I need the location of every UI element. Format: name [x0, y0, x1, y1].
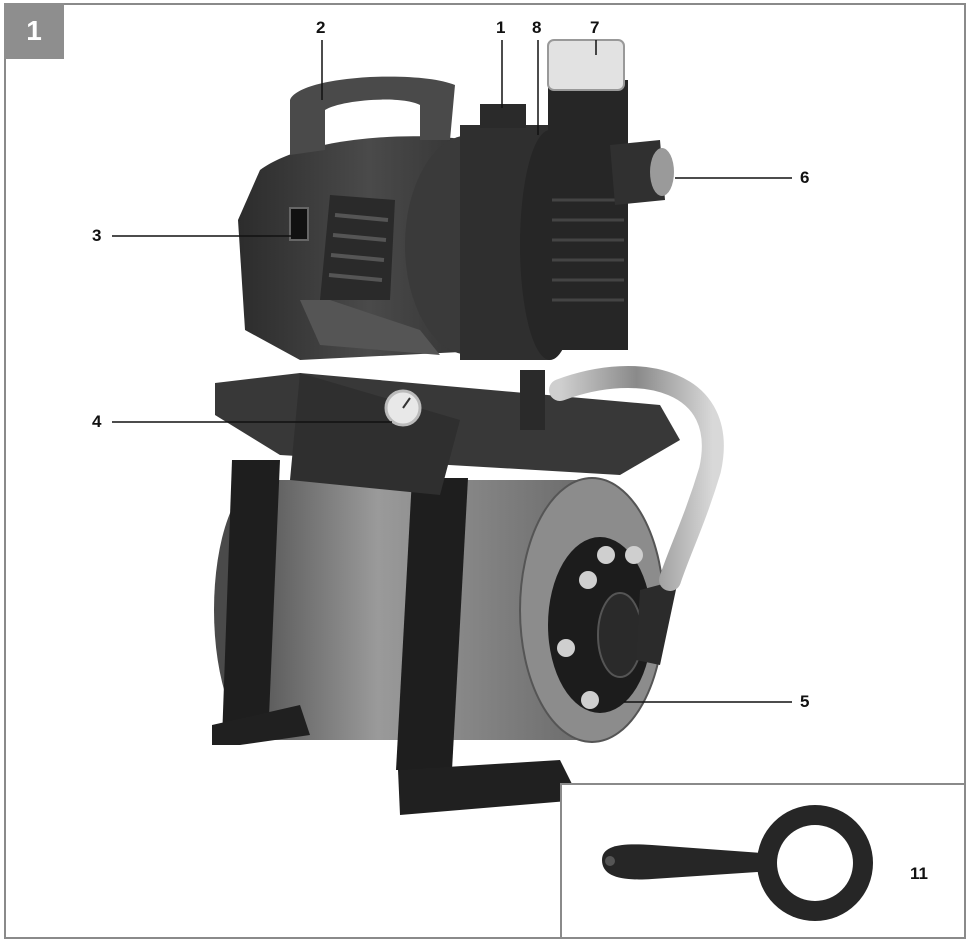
base-feet: [212, 705, 580, 815]
carry-handle: [290, 76, 455, 155]
filter-wrench-illustration: [602, 805, 873, 921]
callout-1: 1: [496, 18, 506, 37]
figure-number-badge: 1: [4, 3, 64, 59]
pressure-gauge: [384, 389, 422, 427]
pump-cradle: [215, 373, 680, 495]
figure-frame: [4, 3, 966, 939]
leader-lines: [112, 40, 906, 875]
accessory-inset: [560, 783, 966, 939]
callout-3: 3: [92, 226, 102, 245]
filter-housing: [547, 39, 674, 350]
callout-4: 4: [92, 412, 102, 431]
callout-6: 6: [800, 168, 810, 187]
outlet-port: [610, 140, 665, 205]
callout-5: 5: [800, 692, 810, 711]
flex-hose: [520, 366, 724, 591]
filler-cap: [480, 104, 526, 128]
tank-straps: [222, 460, 468, 770]
callout-11: 11: [910, 864, 928, 883]
callout-2: 2: [316, 18, 326, 37]
callout-8: 8: [532, 18, 542, 37]
callout-7: 7: [590, 18, 600, 37]
tank-flange: [548, 537, 678, 713]
on-off-switch: [289, 207, 309, 241]
filter-cover: [547, 39, 625, 91]
